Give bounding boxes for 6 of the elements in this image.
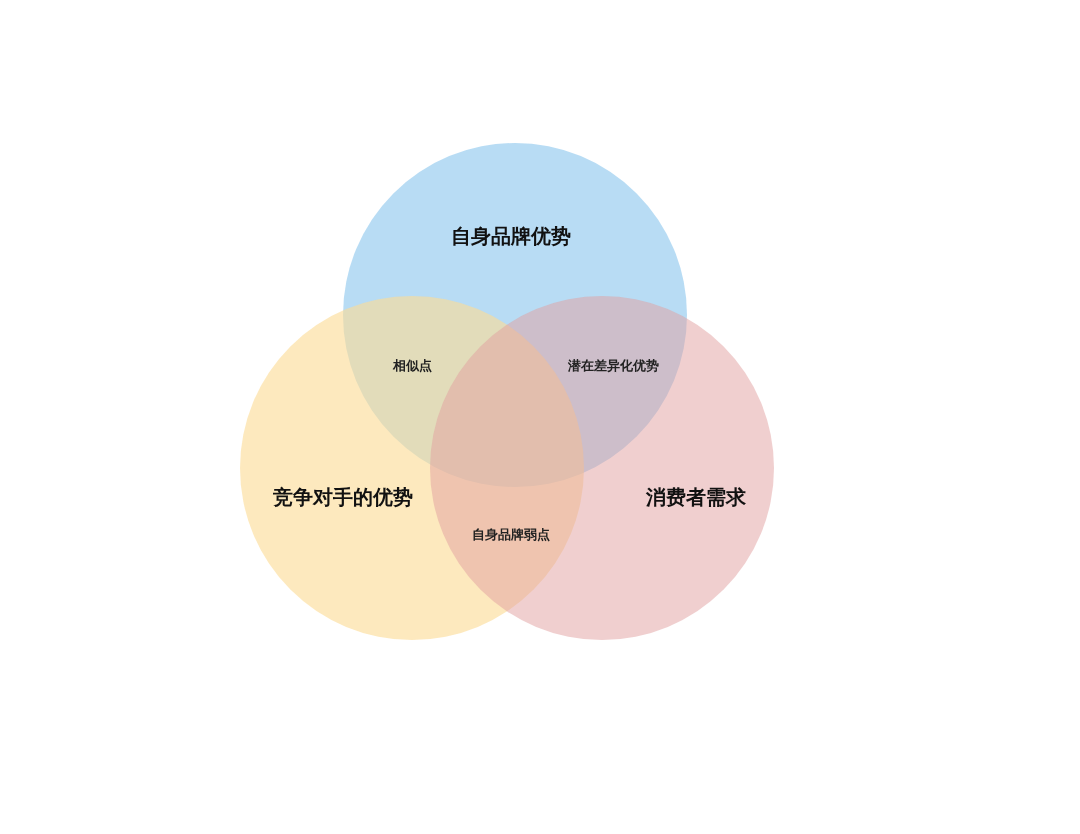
circle-label: 消费者需求 <box>646 483 746 511</box>
overlap-label: 相似点 <box>392 357 432 375</box>
circle-label: 自身品牌优势 <box>451 222 571 250</box>
overlap-label: 潜在差异化优势 <box>567 357 659 375</box>
overlap-label: 自身品牌弱点 <box>472 526 550 544</box>
circle-label: 竞争对手的优势 <box>273 483 413 511</box>
